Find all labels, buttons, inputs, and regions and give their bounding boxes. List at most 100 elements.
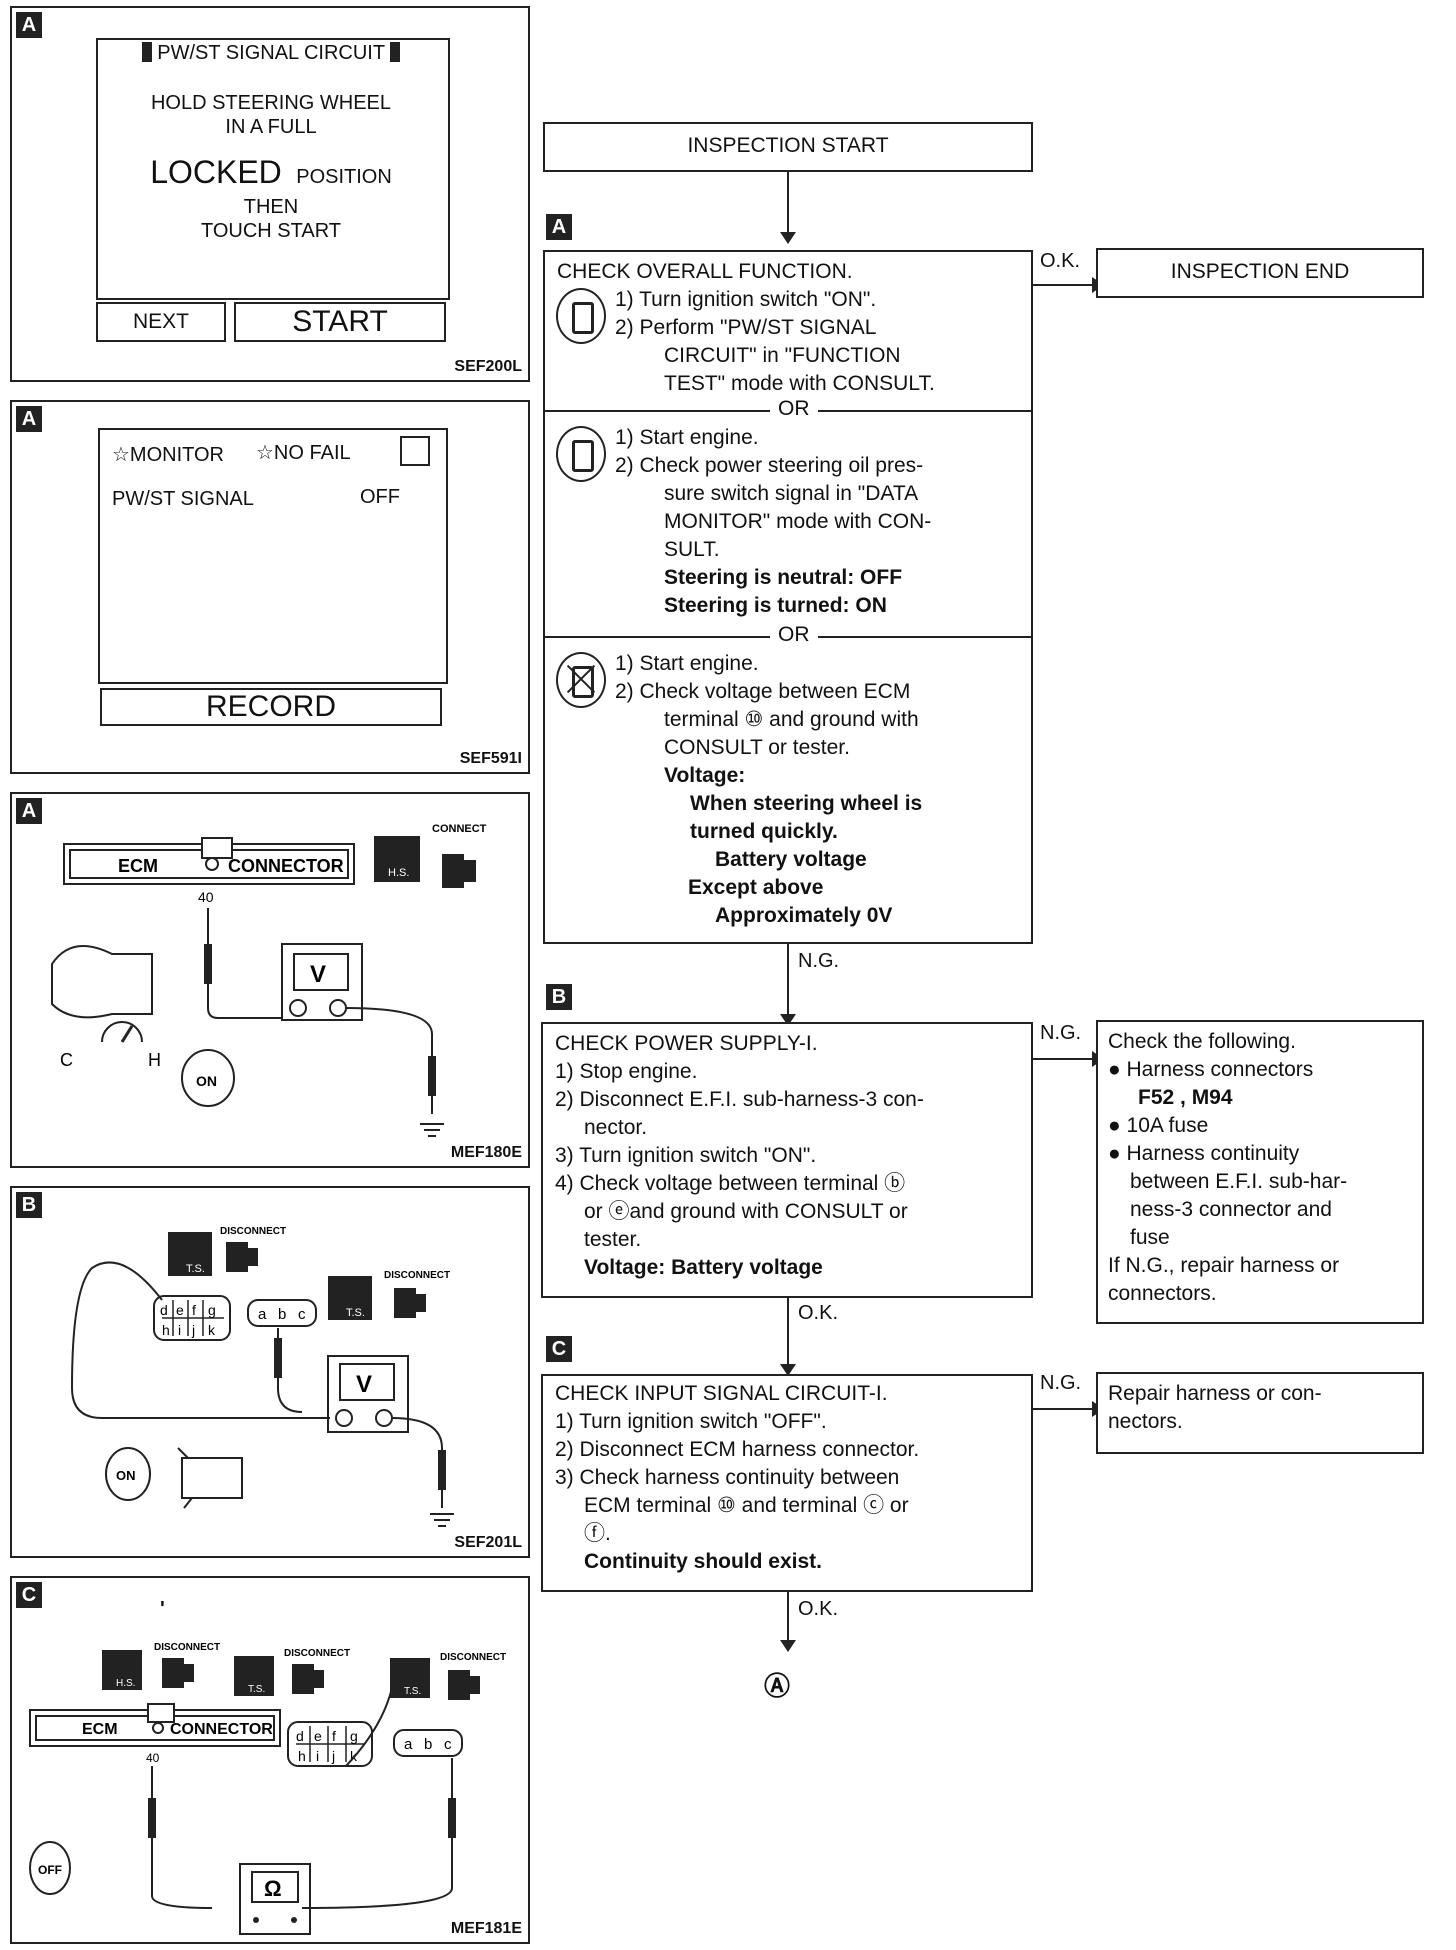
svg-text:DISCONNECT: DISCONNECT [384,1270,450,1281]
voltmeter [281,943,363,1021]
instruction-line: 2) Disconnect E.F.I. sub-harness-3 con- [555,1088,924,1111]
screen-line: HOLD STEERING WHEEL [150,92,392,114]
check-following-box [1096,1020,1424,1324]
instruction-line: nector. [584,1116,648,1139]
svg-text:k: k [208,1322,216,1338]
side-line: fuse [1130,1226,1170,1249]
ok-label: O.K. [1040,250,1081,272]
step-a-method3: 1) Start engine. 2) Check voltage betwee… [615,650,922,930]
panel-continuity-check: C ' H.S. DISCONNECT T.S. DISCONNECT T.S.… [10,1576,530,1944]
side-line: ● Harness connectors [1108,1058,1314,1081]
consult-icon [556,288,606,344]
check-following-text: Check the following. ● Harness connector… [1108,1028,1347,1308]
arrow-head-icon [780,232,796,244]
hs-icon [102,1650,142,1690]
svg-text:ON: ON [116,1468,136,1483]
monitor-screen [98,428,448,684]
spec-line: Voltage: [664,764,746,787]
ignition-key-icon [105,1447,151,1501]
step-a-title: CHECK OVERALL FUNCTION. [557,260,853,283]
ng-label: N.G. [1040,1372,1082,1394]
check-power-supply-box [541,1022,1033,1298]
panel-tag: A [16,12,42,38]
expected-value: Steering is turned: ON [664,594,887,617]
svg-text:DISCONNECT: DISCONNECT [284,1648,350,1659]
instruction-line: 2) Check voltage between ECM [615,680,911,703]
instruction-line: 4) Check voltage between terminal ⓑ [555,1172,906,1195]
panel-power-supply-check: B T.S. DISCONNECT T.S. DISCONNECT d e f … [10,1186,530,1558]
svg-text:DISCONNECT: DISCONNECT [440,1652,506,1663]
svg-text:H.S.: H.S. [388,867,409,879]
engine-icon [51,945,153,1019]
panel-tag: B [16,1192,42,1218]
svg-text:c: c [298,1306,306,1323]
inspection-end-label: INSPECTION END [1170,260,1350,283]
hs-icon [374,836,420,882]
svg-text:i: i [316,1748,319,1764]
consult-screen [96,38,450,300]
instruction-line: MONITOR" mode with CON- [664,510,932,533]
pin-40-label: 40 [198,889,214,905]
svg-text:OFF: OFF [38,1863,62,1877]
side-line: between E.F.I. sub-har- [1130,1170,1348,1193]
continuity-diagram: H.S. DISCONNECT T.S. DISCONNECT T.S. DIS… [29,1642,506,1935]
locked-text: LOCKED [150,154,282,190]
instruction-line: or ⓔand ground with CONSULT or [584,1200,908,1223]
svg-text:e: e [314,1728,322,1744]
instruction-line: 1) Start engine. [615,652,759,675]
abc-connector [247,1299,317,1327]
svg-text:T.S.: T.S. [248,1684,265,1695]
screen-line-locked: LOCKED POSITION [96,154,446,191]
instruction-line: 2) Disconnect ECM harness connector. [555,1438,920,1461]
instruction-line: 1) Turn ignition switch "OFF". [555,1410,827,1433]
continue-marker: Ⓐ [764,1671,791,1701]
start-button[interactable]: START [234,302,446,342]
signal-value: OFF [360,486,400,508]
voltmeter [327,1355,409,1433]
side-line: connectors. [1108,1282,1217,1305]
step-tag-c: C [546,1336,572,1362]
svg-text:b: b [278,1306,286,1323]
svg-text:H.S.: H.S. [116,1678,135,1689]
side-line: Repair harness or con- [1108,1382,1322,1405]
check-overall-function-box [543,250,1033,944]
svg-text:c: c [444,1736,452,1753]
expected-value: Steering is neutral: OFF [664,566,903,589]
step-b-text: CHECK POWER SUPPLY-I. 1) Stop engine. 2)… [555,1030,924,1282]
svg-text:h: h [162,1322,170,1338]
power-supply-diagram: T.S. DISCONNECT T.S. DISCONNECT d e f g … [70,1226,454,1527]
svg-text:b: b [424,1736,432,1753]
svg-text:CONNECTOR: CONNECTOR [170,1721,273,1738]
svg-text:i: i [178,1322,181,1338]
ecm-label: ECM [118,856,158,876]
step-tag-a: A [546,214,572,240]
svg-text:DISCONNECT: DISCONNECT [154,1642,220,1653]
or-label: OR [770,397,818,421]
svg-text:g: g [208,1302,216,1318]
monitor-label: ☆MONITOR [112,444,225,466]
step-b-title: CHECK POWER SUPPLY-I. [555,1032,818,1055]
position-text: POSITION [296,166,392,188]
next-button[interactable]: NEXT [96,302,226,342]
repair-harness-text: Repair harness or con- nectors. [1108,1380,1322,1436]
side-line: nectors. [1108,1410,1183,1433]
instruction-line: tester. [584,1228,642,1251]
no-consult-icon [556,652,606,708]
panel-tag: A [16,798,42,824]
svg-text:Ω: Ω [264,1876,282,1901]
abc-connector [393,1729,463,1757]
svg-text:ON: ON [196,1073,217,1089]
instruction-line: 1) Start engine. [615,426,759,449]
svg-text:d: d [160,1302,168,1318]
spec-line: Battery voltage [715,848,867,871]
svg-text:V: V [310,961,326,988]
instruction-line: CIRCUIT" in "FUNCTION [664,344,901,367]
panel-tag: A [16,406,42,432]
svg-text:ECM: ECM [82,1721,118,1738]
figure-code: MEF180E [450,1144,522,1161]
record-checkbox[interactable] [400,436,430,466]
ok-label: O.K. [798,1598,839,1620]
instruction-line: 3) Check harness continuity between [555,1466,900,1489]
panel-voltage-check: A ECM CONNECTOR 40 H.S. CONNECT V C H ON… [10,792,530,1168]
record-button[interactable]: RECORD [100,688,442,726]
